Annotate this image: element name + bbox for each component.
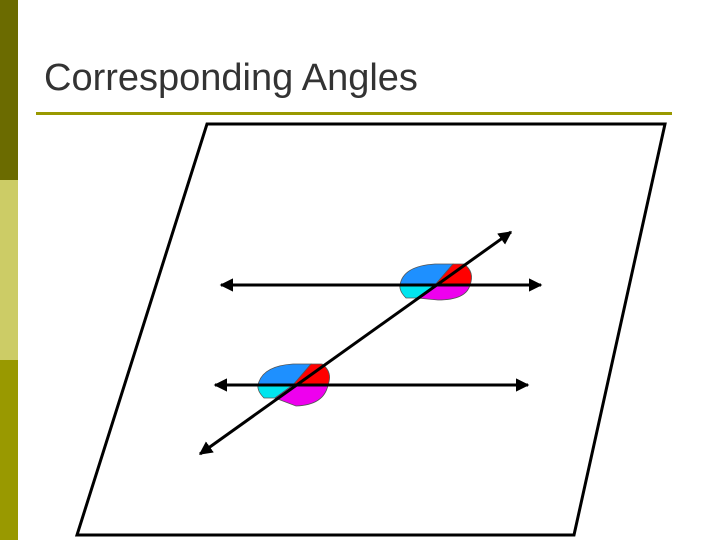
sidebar-segment-bottom <box>0 360 18 540</box>
title-underline <box>36 112 672 115</box>
sidebar-segment-top <box>0 0 18 180</box>
transversal-line <box>198 230 513 456</box>
sidebar-segment-middle <box>0 180 18 360</box>
slide-title: Corresponding Angles <box>44 57 418 99</box>
plane-parallelogram <box>74 122 667 537</box>
